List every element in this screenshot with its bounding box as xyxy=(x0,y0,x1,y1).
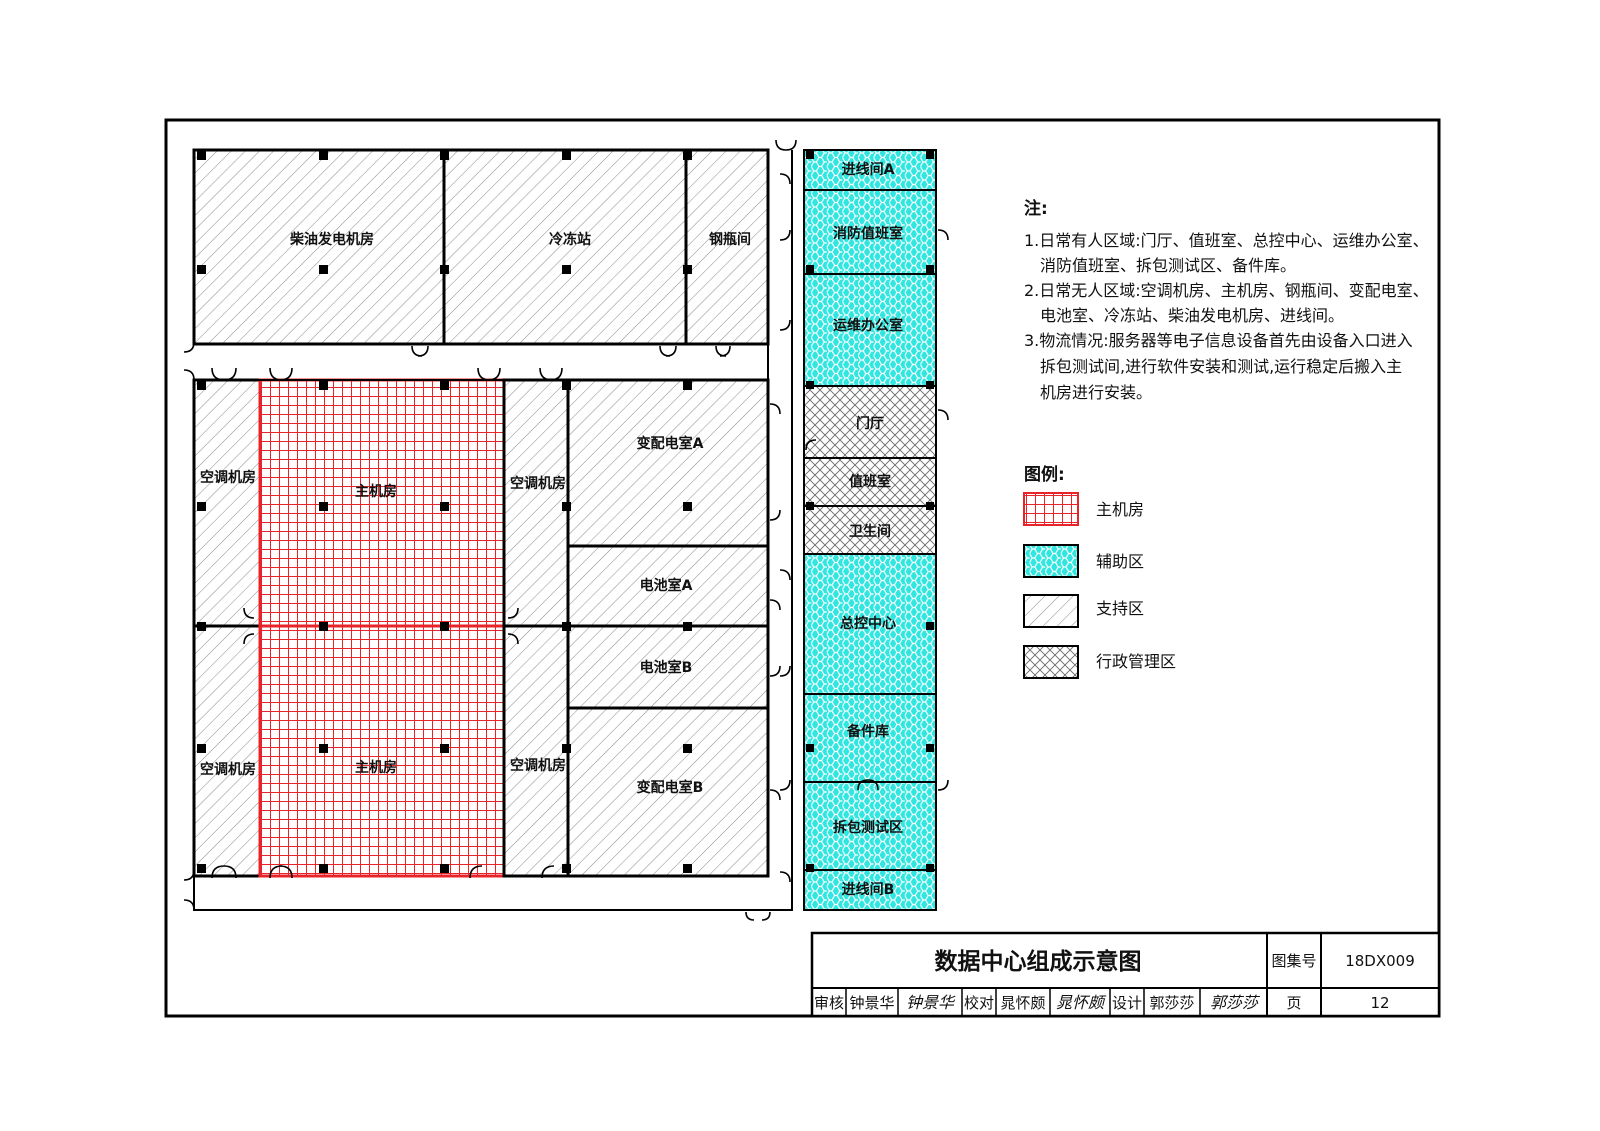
legend-label-aux: 辅助区 xyxy=(1096,552,1144,571)
label-crac-tr: 空调机房 xyxy=(510,475,566,492)
drawing-frame xyxy=(164,118,1441,1018)
legend-swatch-admin xyxy=(1023,645,1079,679)
title-block xyxy=(810,931,1441,1018)
label-main-bottom: 主机房 xyxy=(355,759,397,776)
design-label: 设计 xyxy=(1112,994,1142,1012)
room-battery-a xyxy=(566,544,770,628)
atlas-number: 18DX009 xyxy=(1345,952,1415,970)
label-control-center: 总控中心 xyxy=(840,615,896,632)
legend-label-support: 支持区 xyxy=(1096,599,1144,618)
room-lobby xyxy=(803,385,937,459)
label-entrance-a: 进线间A xyxy=(842,161,895,178)
reviewer-signature: 钟景华 xyxy=(906,993,956,1012)
note-line-3b: 拆包测试间,进行软件安装和测试,运行稳定后搬入主 xyxy=(1040,357,1402,376)
page-number: 12 xyxy=(1370,994,1389,1012)
label-crac-br: 空调机房 xyxy=(510,757,566,774)
reviewer-name: 钟景华 xyxy=(849,994,894,1012)
room-entrance-b xyxy=(803,869,937,911)
checker-name: 晁怀颇 xyxy=(1000,994,1045,1012)
room-substation-a xyxy=(566,378,770,548)
page-label: 页 xyxy=(1286,994,1301,1012)
label-substation-b: 变配电室B xyxy=(637,779,704,796)
room-chiller xyxy=(442,148,688,346)
room-control-center xyxy=(803,553,937,695)
note-line-1: 1.日常有人区域:门厅、值班室、总控中心、运维办公室、 xyxy=(1024,231,1429,250)
label-substation-a: 变配电室A xyxy=(637,435,704,452)
label-spare-parts: 备件库 xyxy=(846,723,889,740)
legend-title: 图例: xyxy=(1024,464,1065,485)
legend-label-admin: 行政管理区 xyxy=(1096,652,1176,671)
note-line-1b: 消防值班室、拆包测试区、备件库。 xyxy=(1040,256,1296,275)
structural-columns xyxy=(197,151,934,873)
room-main-bottom xyxy=(258,624,506,878)
review-label: 审核 xyxy=(814,994,844,1012)
label-restroom: 卫生间 xyxy=(849,523,891,540)
label-fire-duty: 消防值班室 xyxy=(833,225,903,242)
label-ops-office: 运维办公室 xyxy=(833,317,903,334)
label-entrance-b: 进线间B xyxy=(842,881,895,898)
atlas-label: 图集号 xyxy=(1271,952,1316,970)
notes-title: 注: xyxy=(1024,198,1048,219)
checker-signature: 晁怀颇 xyxy=(1056,993,1107,1012)
note-line-2: 2.日常无人区域:空调机房、主机房、钢瓶间、变配电室、 xyxy=(1024,281,1429,300)
label-battery-a: 电池室A xyxy=(640,577,693,594)
drawing-title: 数据中心组成示意图 xyxy=(935,948,1142,975)
label-unpack-test: 拆包测试区 xyxy=(833,819,903,836)
check-label: 校对 xyxy=(964,994,994,1012)
door-symbols xyxy=(183,139,949,921)
room-crac-bottom-left xyxy=(192,624,262,878)
room-ops-office xyxy=(803,273,937,387)
room-battery-b xyxy=(566,624,770,710)
room-restroom xyxy=(803,505,937,555)
label-cylinder: 钢瓶间 xyxy=(709,231,751,248)
legend-swatch-aux xyxy=(1023,544,1079,578)
designer-name: 郭莎莎 xyxy=(1149,994,1194,1012)
label-lobby: 门厅 xyxy=(856,415,884,432)
label-chiller: 冷冻站 xyxy=(549,231,591,248)
label-battery-b: 电池室B xyxy=(640,659,693,676)
note-line-2b: 电池室、冷冻站、柴油发电机房、进线间。 xyxy=(1040,306,1344,325)
label-duty-room: 值班室 xyxy=(849,473,891,490)
label-crac-tl: 空调机房 xyxy=(200,469,256,486)
label-main-top: 主机房 xyxy=(355,483,397,500)
note-line-3: 3.物流情况:服务器等电子信息设备首先由设备入口进入 xyxy=(1024,331,1413,350)
legend-label-main: 主机房 xyxy=(1096,500,1144,519)
room-entrance-a xyxy=(803,149,937,191)
designer-signature: 郭莎莎 xyxy=(1210,993,1261,1012)
room-substation-b xyxy=(566,706,770,878)
room-crac-bottom-right xyxy=(502,624,570,878)
legend-swatch-main xyxy=(1023,492,1079,526)
label-diesel: 柴油发电机房 xyxy=(289,231,374,248)
legend-swatch-support xyxy=(1023,594,1079,628)
note-line-3c: 机房进行安装。 xyxy=(1040,383,1152,402)
room-crac-top-right xyxy=(502,378,570,628)
room-main-top xyxy=(258,378,506,628)
label-crac-bl: 空调机房 xyxy=(200,761,256,778)
